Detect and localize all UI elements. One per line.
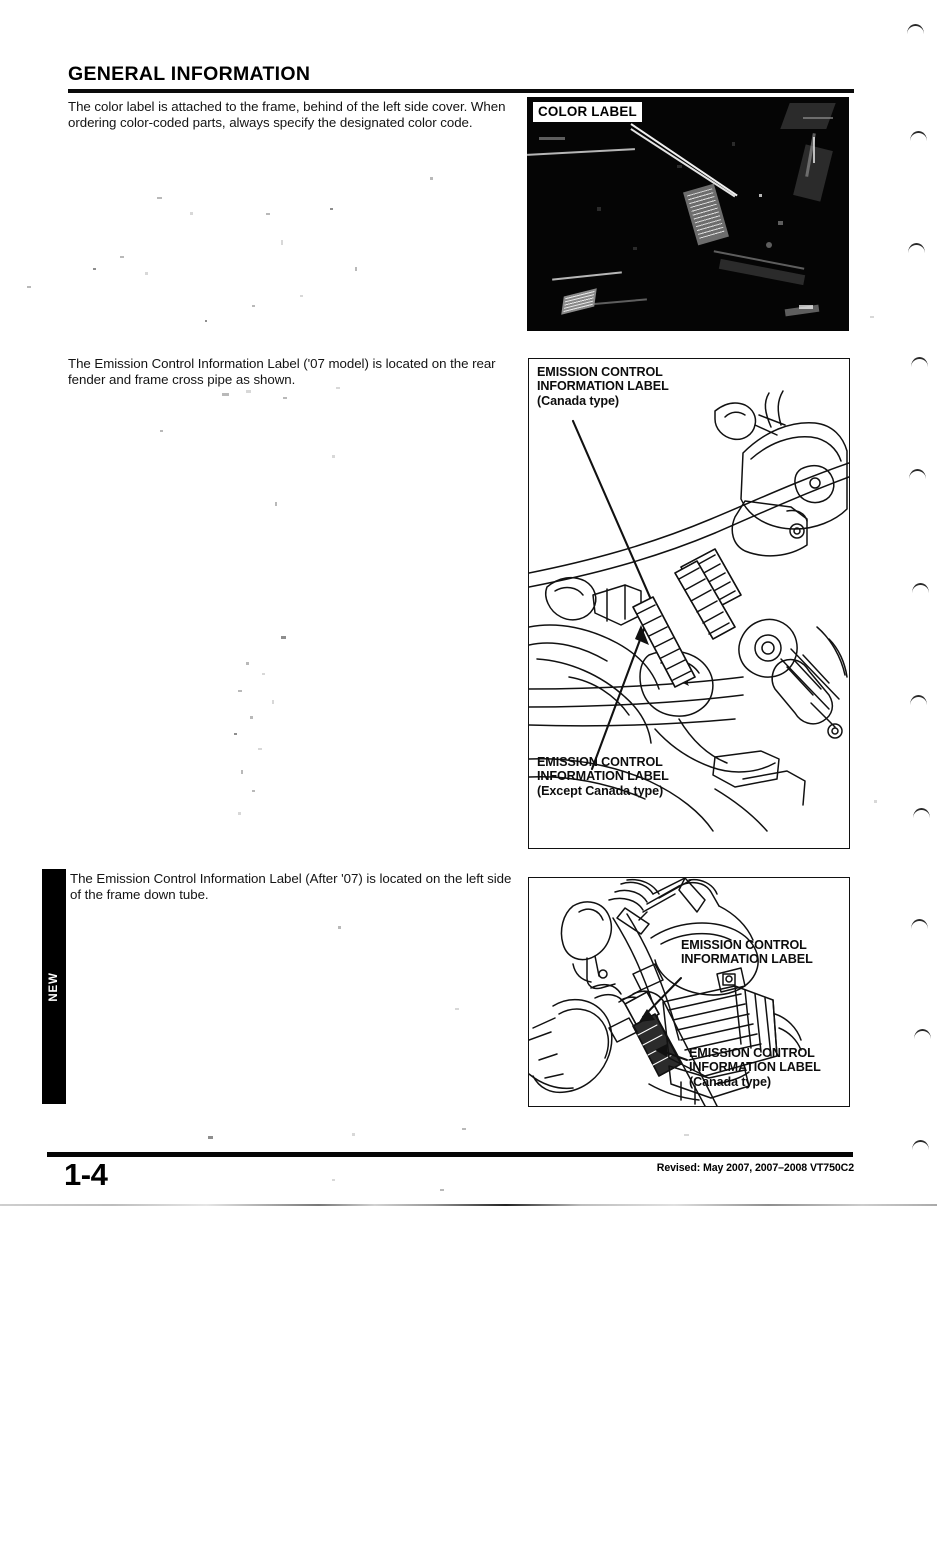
scan-speckle bbox=[275, 502, 277, 506]
scan-speckle bbox=[355, 267, 357, 271]
photo-highlight bbox=[587, 298, 647, 306]
color-label-plate-secondary bbox=[561, 288, 597, 315]
scan-speckle bbox=[93, 268, 96, 270]
binding-arc-artifact bbox=[910, 695, 927, 705]
scan-speckle bbox=[262, 673, 265, 675]
new-change-bar: NEW bbox=[42, 869, 66, 1104]
binding-arc-artifact bbox=[908, 243, 925, 253]
paragraph-emission-after-07: The Emission Control Information Label (… bbox=[70, 871, 512, 902]
scan-speckle bbox=[250, 716, 253, 719]
binding-arc-artifact bbox=[910, 131, 927, 141]
scan-speckle bbox=[252, 790, 255, 792]
binding-arc-artifact bbox=[913, 808, 930, 818]
figure-emission-label-after-07: EMISSION CONTROL INFORMATION LABEL EMISS… bbox=[528, 877, 850, 1107]
callout-emission-label: EMISSION CONTROL INFORMATION LABEL bbox=[681, 938, 813, 967]
page-number: 1-4 bbox=[64, 1157, 108, 1192]
scan-speckle bbox=[160, 430, 163, 432]
scan-speckle bbox=[272, 700, 274, 704]
page-edge-line bbox=[0, 1204, 937, 1206]
photo-highlight bbox=[813, 137, 815, 163]
scan-speckle bbox=[205, 320, 207, 322]
scan-speckle bbox=[246, 662, 249, 665]
photo-highlight bbox=[677, 165, 682, 168]
scan-speckle bbox=[157, 197, 162, 199]
binding-arc-artifact bbox=[911, 919, 928, 929]
figure-color-label-photo: COLOR LABEL bbox=[527, 97, 849, 331]
callout-emission-label-canada: EMISSION CONTROL INFORMATION LABEL (Cana… bbox=[689, 1046, 821, 1089]
scan-speckle bbox=[336, 387, 340, 389]
scan-speckle bbox=[440, 1189, 444, 1191]
binding-arc-artifact bbox=[914, 1029, 931, 1039]
photo-highlight bbox=[633, 247, 637, 250]
scan-speckle bbox=[338, 926, 341, 929]
photo-highlight bbox=[718, 258, 806, 286]
scan-speckle bbox=[238, 690, 242, 692]
scan-speckle bbox=[455, 1008, 459, 1010]
scan-speckle bbox=[281, 636, 286, 639]
scan-speckle bbox=[234, 733, 237, 735]
scan-speckle bbox=[120, 256, 124, 258]
scan-speckle bbox=[258, 748, 262, 750]
photo-highlight bbox=[597, 207, 601, 211]
binding-arc-artifact bbox=[912, 583, 929, 593]
scan-speckle bbox=[330, 208, 333, 210]
scan-speckle bbox=[283, 397, 287, 399]
rear-fender-line-drawing bbox=[529, 390, 849, 832]
scan-speckle bbox=[352, 1133, 355, 1136]
photo-highlight bbox=[778, 221, 783, 225]
footer-divider bbox=[47, 1152, 853, 1157]
color-label-leader-line bbox=[630, 123, 738, 197]
scan-speckle bbox=[252, 305, 255, 307]
scan-speckle bbox=[241, 770, 243, 774]
paragraph-emission-07: The Emission Control Information Label (… bbox=[68, 356, 496, 387]
photo-highlight bbox=[803, 117, 833, 119]
photo-highlight bbox=[552, 271, 622, 281]
front-frame-line-drawing bbox=[529, 878, 802, 1106]
scan-speckle bbox=[266, 213, 270, 215]
binding-arc-artifact bbox=[911, 357, 928, 367]
revision-notice: Revised: May 2007, 2007–2008 VT750C2 bbox=[656, 1162, 854, 1174]
photo-highlight bbox=[539, 137, 565, 140]
binding-arc-artifact bbox=[907, 24, 924, 34]
binding-arc-artifact bbox=[912, 1140, 929, 1150]
scan-speckle bbox=[190, 212, 193, 215]
scan-speckle bbox=[332, 1179, 335, 1181]
binding-arc-artifact bbox=[909, 469, 926, 479]
color-label-plate bbox=[683, 183, 729, 246]
scan-speckle bbox=[332, 455, 335, 458]
scan-speckle bbox=[430, 177, 433, 180]
scan-speckle bbox=[246, 390, 251, 393]
title-divider bbox=[68, 89, 854, 93]
photo-highlight bbox=[780, 103, 836, 129]
photo-highlight bbox=[527, 148, 635, 156]
scan-speckle bbox=[27, 286, 31, 288]
page-title: GENERAL INFORMATION bbox=[68, 63, 311, 85]
callout-emission-canada: EMISSION CONTROL INFORMATION LABEL (Cana… bbox=[537, 365, 669, 408]
scan-speckle bbox=[870, 316, 874, 318]
scan-speckle bbox=[462, 1128, 466, 1130]
color-label-leader-line bbox=[630, 128, 736, 198]
paragraph-color-label: The color label is attached to the frame… bbox=[68, 99, 506, 130]
scan-speckle bbox=[238, 812, 241, 815]
photo-highlight bbox=[766, 242, 772, 248]
callout-emission-except-canada: EMISSION CONTROL INFORMATION LABEL (Exce… bbox=[537, 755, 669, 798]
scan-speckle bbox=[874, 800, 877, 803]
photo-highlight bbox=[732, 142, 735, 146]
new-change-bar-label: NEW bbox=[48, 971, 60, 1002]
scan-speckle bbox=[281, 240, 283, 245]
scan-speckle bbox=[300, 295, 303, 297]
scan-speckle bbox=[145, 272, 148, 275]
photo-highlight bbox=[799, 305, 813, 309]
callout-color-label: COLOR LABEL bbox=[533, 102, 642, 122]
photo-highlight bbox=[759, 194, 762, 197]
scan-speckle bbox=[222, 393, 229, 396]
scan-speckle bbox=[208, 1136, 213, 1139]
figure-emission-label-07: EMISSION CONTROL INFORMATION LABEL (Cana… bbox=[528, 358, 850, 849]
scan-speckle bbox=[684, 1134, 689, 1136]
